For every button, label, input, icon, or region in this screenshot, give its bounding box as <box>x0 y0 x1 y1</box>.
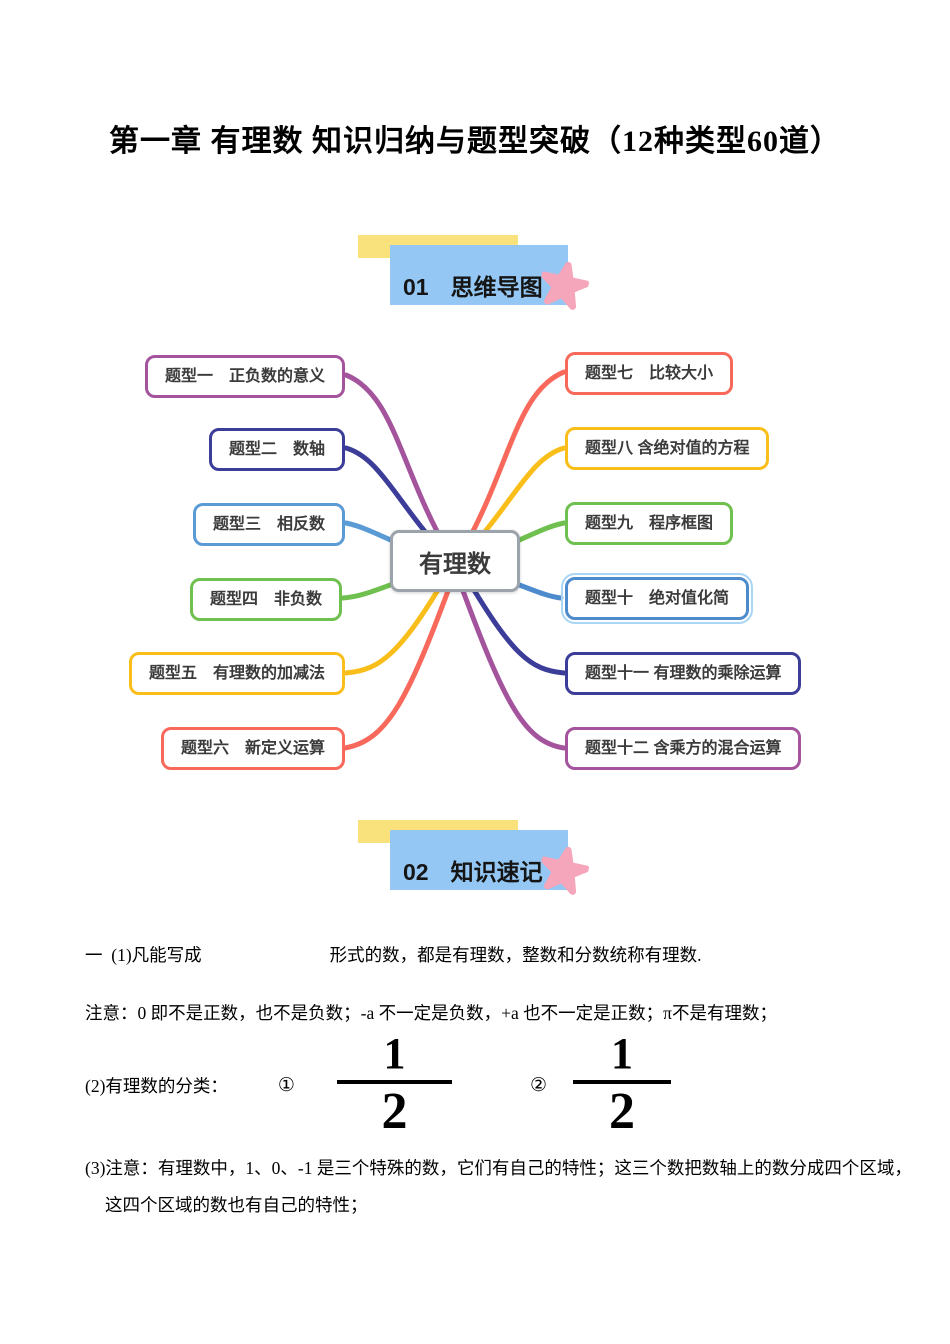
note-line-1: 一 (1)凡能写成 形式的数，都是有理数，整数和分数统称有理数. <box>85 942 702 967</box>
fraction-numerator: 1 <box>573 1032 671 1084</box>
decor-blue-rect: 01 思维导图 <box>390 245 568 305</box>
section-02-title: 02 知识速记 <box>403 853 543 887</box>
mindmap-node: 题型四 非负数 <box>189 578 342 622</box>
decor-blue-rect: 02 知识速记 <box>390 830 568 890</box>
mindmap-node: 题型三 相反数 <box>192 503 345 547</box>
section-header-01: 01 思维导图 <box>0 235 950 315</box>
mindmap-connector <box>343 372 453 558</box>
section-01-title: 01 思维导图 <box>403 268 543 302</box>
mindmap-node: 题型十 绝对值化简 <box>560 572 754 625</box>
fraction-numerator: 1 <box>336 1032 452 1084</box>
mindmap: 有理数 题型一 正负数的意义题型二 数轴题型三 相反数题型四 非负数题型五 有理… <box>0 340 950 810</box>
mindmap-node: 题型八 含绝对值的方程 <box>565 427 770 471</box>
classification-row: (2)有理数的分类： ① 1 2 ② 1 2 <box>85 1032 671 1138</box>
mindmap-node: 题型七 比较大小 <box>565 352 734 396</box>
fraction-denominator: 2 <box>381 1083 408 1140</box>
mindmap-node: 题型一 正负数的意义 <box>144 355 345 399</box>
page-title: 第一章 有理数 知识归纳与题型突破（12种类型60道） <box>109 125 841 158</box>
star-icon <box>540 846 590 895</box>
classification-label: (2)有理数的分类： <box>85 1075 228 1096</box>
mindmap-center-node: 有理数 <box>390 530 520 592</box>
mindmap-connector <box>453 569 567 751</box>
mindmap-connector <box>343 567 453 676</box>
mindmap-connector <box>457 369 567 558</box>
mindmap-node: 题型九 程序框图 <box>565 502 734 546</box>
fraction-denominator: 2 <box>609 1083 635 1140</box>
mindmap-connector <box>459 567 567 676</box>
circled-two-marker: ② <box>529 1074 547 1096</box>
section-label: 思维导图 <box>450 274 543 300</box>
mindmap-node: 题型十二 含乘方的混合运算 <box>565 727 802 771</box>
note-line-1-prefix: 一 (1)凡能写成 <box>85 945 202 965</box>
mindmap-node: 题型二 数轴 <box>208 428 345 472</box>
fraction-one-half: 1 2 <box>336 1032 452 1140</box>
mindmap-node: 题型十一 有理数的乘除运算 <box>565 652 802 696</box>
section-label: 知识速记 <box>450 859 543 885</box>
circled-one-marker: ① <box>277 1074 295 1096</box>
section-number: 02 <box>403 859 429 885</box>
note-line-3b: 这四个区域的数也有自己的特性； <box>105 1195 368 1215</box>
section-number: 01 <box>403 274 429 300</box>
note-line-2: 注意：0 即不是正数，也不是负数；-a 不一定是负数，+a 也不一定是正数；π不… <box>85 1003 777 1023</box>
fraction-one-half: 1 2 <box>573 1032 671 1138</box>
section-header-02: 02 知识速记 <box>0 820 950 900</box>
mindmap-connector <box>342 569 458 751</box>
note-line-1-suffix: 形式的数，都是有理数，整数和分数统称有理数. <box>329 945 702 965</box>
mindmap-node: 题型六 新定义运算 <box>160 727 345 771</box>
note-line-3a: (3)注意：有理数中，1、0、-1 是三个特殊的数，它们有自己的特性；这三个数把… <box>85 1158 912 1178</box>
mindmap-node: 题型五 有理数的加减法 <box>128 652 345 696</box>
star-icon <box>540 261 590 310</box>
